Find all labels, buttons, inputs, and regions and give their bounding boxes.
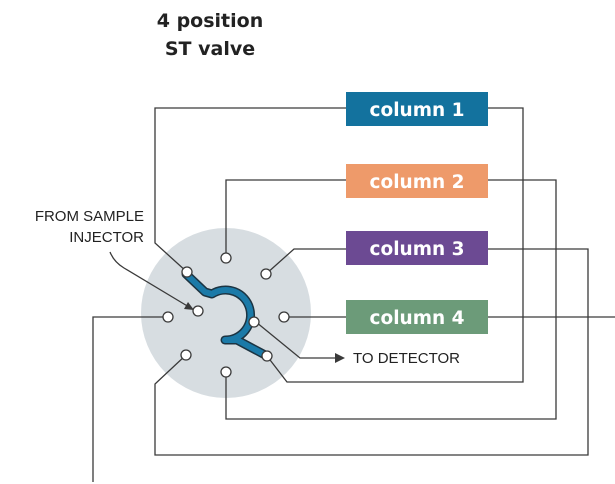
from-sample-label-line2: INJECTOR — [69, 229, 144, 246]
port-column3-inlet — [260, 268, 272, 280]
wire-column3-outlet — [154, 248, 589, 456]
valve-ports — [162, 252, 290, 378]
column-2-box: column 2 — [346, 164, 488, 198]
wire-column1-outlet — [266, 107, 524, 383]
port-column4-inlet — [278, 311, 290, 323]
wire-column1-inlet — [154, 107, 346, 273]
injector-arrow — [109, 251, 195, 311]
wire-column3-inlet — [265, 248, 346, 275]
port-column3-outlet — [180, 349, 192, 361]
port-sample-in — [192, 305, 204, 317]
to-detector-label: TO DETECTOR — [353, 350, 460, 367]
rotor-channel — [181, 269, 272, 361]
port-column2-inlet — [220, 252, 232, 264]
port-column2-outlet — [220, 366, 232, 378]
wire-column2-inlet — [225, 179, 346, 258]
port-detector-out — [248, 316, 260, 328]
column-3-label: column 3 — [370, 239, 465, 260]
column-1-label: column 1 — [370, 100, 465, 121]
port-column1-inlet — [181, 266, 193, 278]
from-sample-label-line1: FROM SAMPLE — [35, 208, 144, 225]
wire-exit — [92, 316, 168, 482]
column-1-box: column 1 — [346, 92, 488, 126]
column-4-label: column 4 — [370, 308, 465, 329]
connection-lines — [92, 107, 615, 482]
column-2-label: column 2 — [370, 172, 465, 193]
port-exit — [162, 311, 174, 323]
column-3-box: column 3 — [346, 231, 488, 265]
port-column1-outlet — [261, 350, 273, 362]
diagram-title-line1: 4 position — [157, 10, 264, 32]
diagram-title-line2: ST valve — [165, 38, 255, 60]
column-4-box: column 4 — [346, 300, 488, 334]
detector-arrow — [255, 321, 345, 363]
wire-column2-outlet — [225, 179, 557, 420]
